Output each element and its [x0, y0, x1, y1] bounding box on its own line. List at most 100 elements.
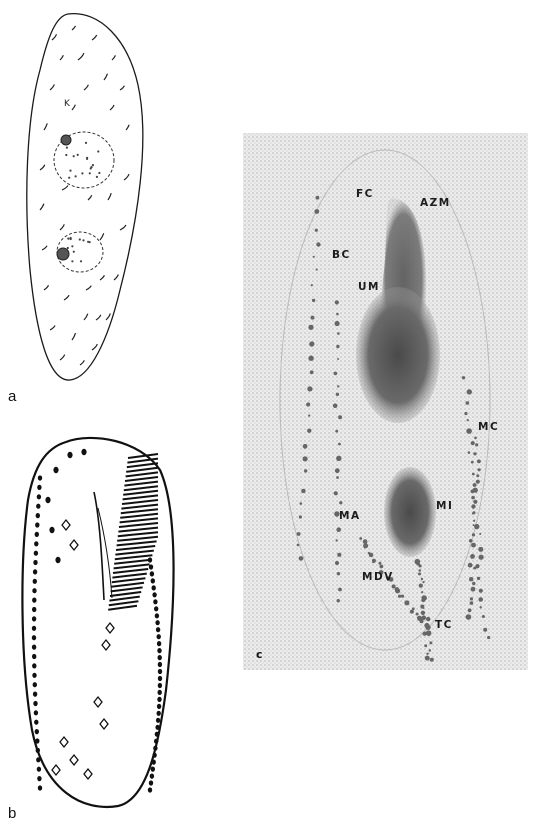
marginal-cirrus: [158, 662, 162, 667]
cirrus-speckle: [310, 370, 314, 374]
panel-b-undulating-membrane: [94, 492, 104, 600]
cirrus-speckle: [471, 441, 475, 445]
marginal-cirrus: [33, 701, 37, 706]
membranelle: [128, 454, 158, 458]
marginal-cirrus: [157, 641, 161, 646]
membranelle: [109, 601, 139, 605]
frontal-cirrus: [49, 527, 54, 533]
membranelle: [109, 597, 139, 601]
marginal-cirrus: [158, 690, 162, 695]
cirrus-speckle: [359, 537, 362, 540]
cirrus-mark: [120, 225, 126, 230]
marginal-cirrus: [32, 607, 36, 612]
cirrus-speckle: [421, 578, 423, 580]
cirrus-speckle: [363, 539, 368, 544]
panel-c-letter: c: [256, 648, 263, 661]
cirrus-mark: [106, 313, 110, 320]
membranelle: [113, 569, 148, 573]
cirrus-speckle: [418, 569, 421, 572]
cirrus-cluster: [60, 737, 68, 747]
cirrus-mark: [104, 74, 107, 80]
cirrus-speckle: [336, 393, 339, 396]
cirrus-speckle: [421, 591, 423, 593]
chromatin-dot: [66, 147, 68, 149]
marginal-cirrus: [157, 648, 161, 653]
frontal-cirrus: [55, 557, 60, 563]
cirrus-mark: [44, 123, 47, 130]
cirrus-speckle: [470, 597, 473, 600]
membranelle: [122, 500, 158, 504]
marginal-cirrus: [33, 579, 37, 584]
cirrus-speckle: [334, 372, 338, 376]
cirrus-speckle: [315, 229, 318, 232]
cirrus-speckle: [307, 429, 311, 433]
chromatin-dot: [65, 154, 67, 156]
cirrus-mark: [72, 105, 75, 110]
cirrus-speckle: [421, 598, 425, 602]
cirrus-cluster: [84, 769, 92, 779]
membranelle: [126, 468, 158, 472]
cirrus-speckle: [468, 451, 471, 454]
cirrus-speckle: [339, 501, 342, 504]
cirrus-speckle: [297, 532, 301, 536]
chromatin-dot: [69, 170, 71, 172]
cirrus-speckle: [476, 474, 479, 477]
marginal-cirrus: [152, 592, 156, 597]
cirrus-speckle: [469, 539, 473, 543]
label-bc: BC: [332, 249, 351, 261]
cirrus-speckle: [314, 209, 319, 214]
marginal-cirrus: [153, 599, 157, 604]
cirrus-speckle: [334, 491, 338, 495]
chromatin-dot: [97, 150, 99, 152]
cirrus-speckle: [466, 401, 470, 405]
panel-c-macronucleus-lower: [384, 467, 436, 557]
marginal-cirrus: [37, 776, 41, 781]
cirrus-mark: [60, 355, 65, 360]
cirrus-speckle: [475, 443, 478, 446]
marginal-cirrus: [154, 606, 158, 611]
cirrus-mark: [92, 344, 97, 350]
cirrus-speckle: [336, 313, 339, 316]
marginal-cirrus: [35, 522, 39, 527]
chromatin-dot: [70, 237, 72, 239]
cirrus-mark: [114, 275, 118, 280]
cirrus-speckle: [470, 601, 474, 605]
cirrus-speckle: [430, 658, 434, 662]
membranelle: [115, 555, 153, 559]
marginal-cirrus: [36, 504, 40, 509]
chromatin-dot: [68, 177, 70, 179]
cirrus-speckle: [471, 504, 475, 508]
cirrus-speckle: [337, 332, 340, 335]
marginal-cirrus: [33, 560, 37, 565]
membranelle: [115, 551, 153, 555]
marginal-cirrus: [33, 569, 37, 574]
cirrus-mark: [108, 193, 111, 200]
panel-a-marker-k: K: [64, 99, 71, 109]
cirrus-speckle: [338, 588, 342, 592]
marginal-cirrus: [38, 475, 42, 480]
cirrus-speckle: [478, 597, 483, 602]
cirrus-speckle: [425, 656, 430, 661]
cirrus-mark: [86, 286, 91, 290]
cirrus-speckle: [398, 595, 401, 598]
membranelle: [116, 546, 155, 550]
cirrus-mark: [44, 285, 48, 290]
cirrus-speckle: [401, 595, 404, 598]
cirrus-mark: [80, 360, 84, 365]
marginal-cirrus: [157, 634, 161, 639]
cirrus-cluster: [70, 540, 78, 550]
cirrus-mark: [126, 125, 129, 130]
marginal-cirrus: [37, 767, 41, 772]
cirrus-mark: [40, 204, 44, 210]
membranelle: [123, 491, 158, 495]
membranelle: [126, 472, 158, 476]
cirrus-mark: [60, 55, 63, 60]
marginal-cirrus: [36, 757, 40, 762]
membranelle: [111, 587, 143, 591]
cirrus-mark: [64, 295, 69, 300]
marginal-cirrus: [32, 673, 36, 678]
chromatin-dot: [86, 158, 88, 160]
panel-a-micronucleus-upper: [61, 135, 71, 145]
cirrus-mark: [40, 165, 45, 170]
